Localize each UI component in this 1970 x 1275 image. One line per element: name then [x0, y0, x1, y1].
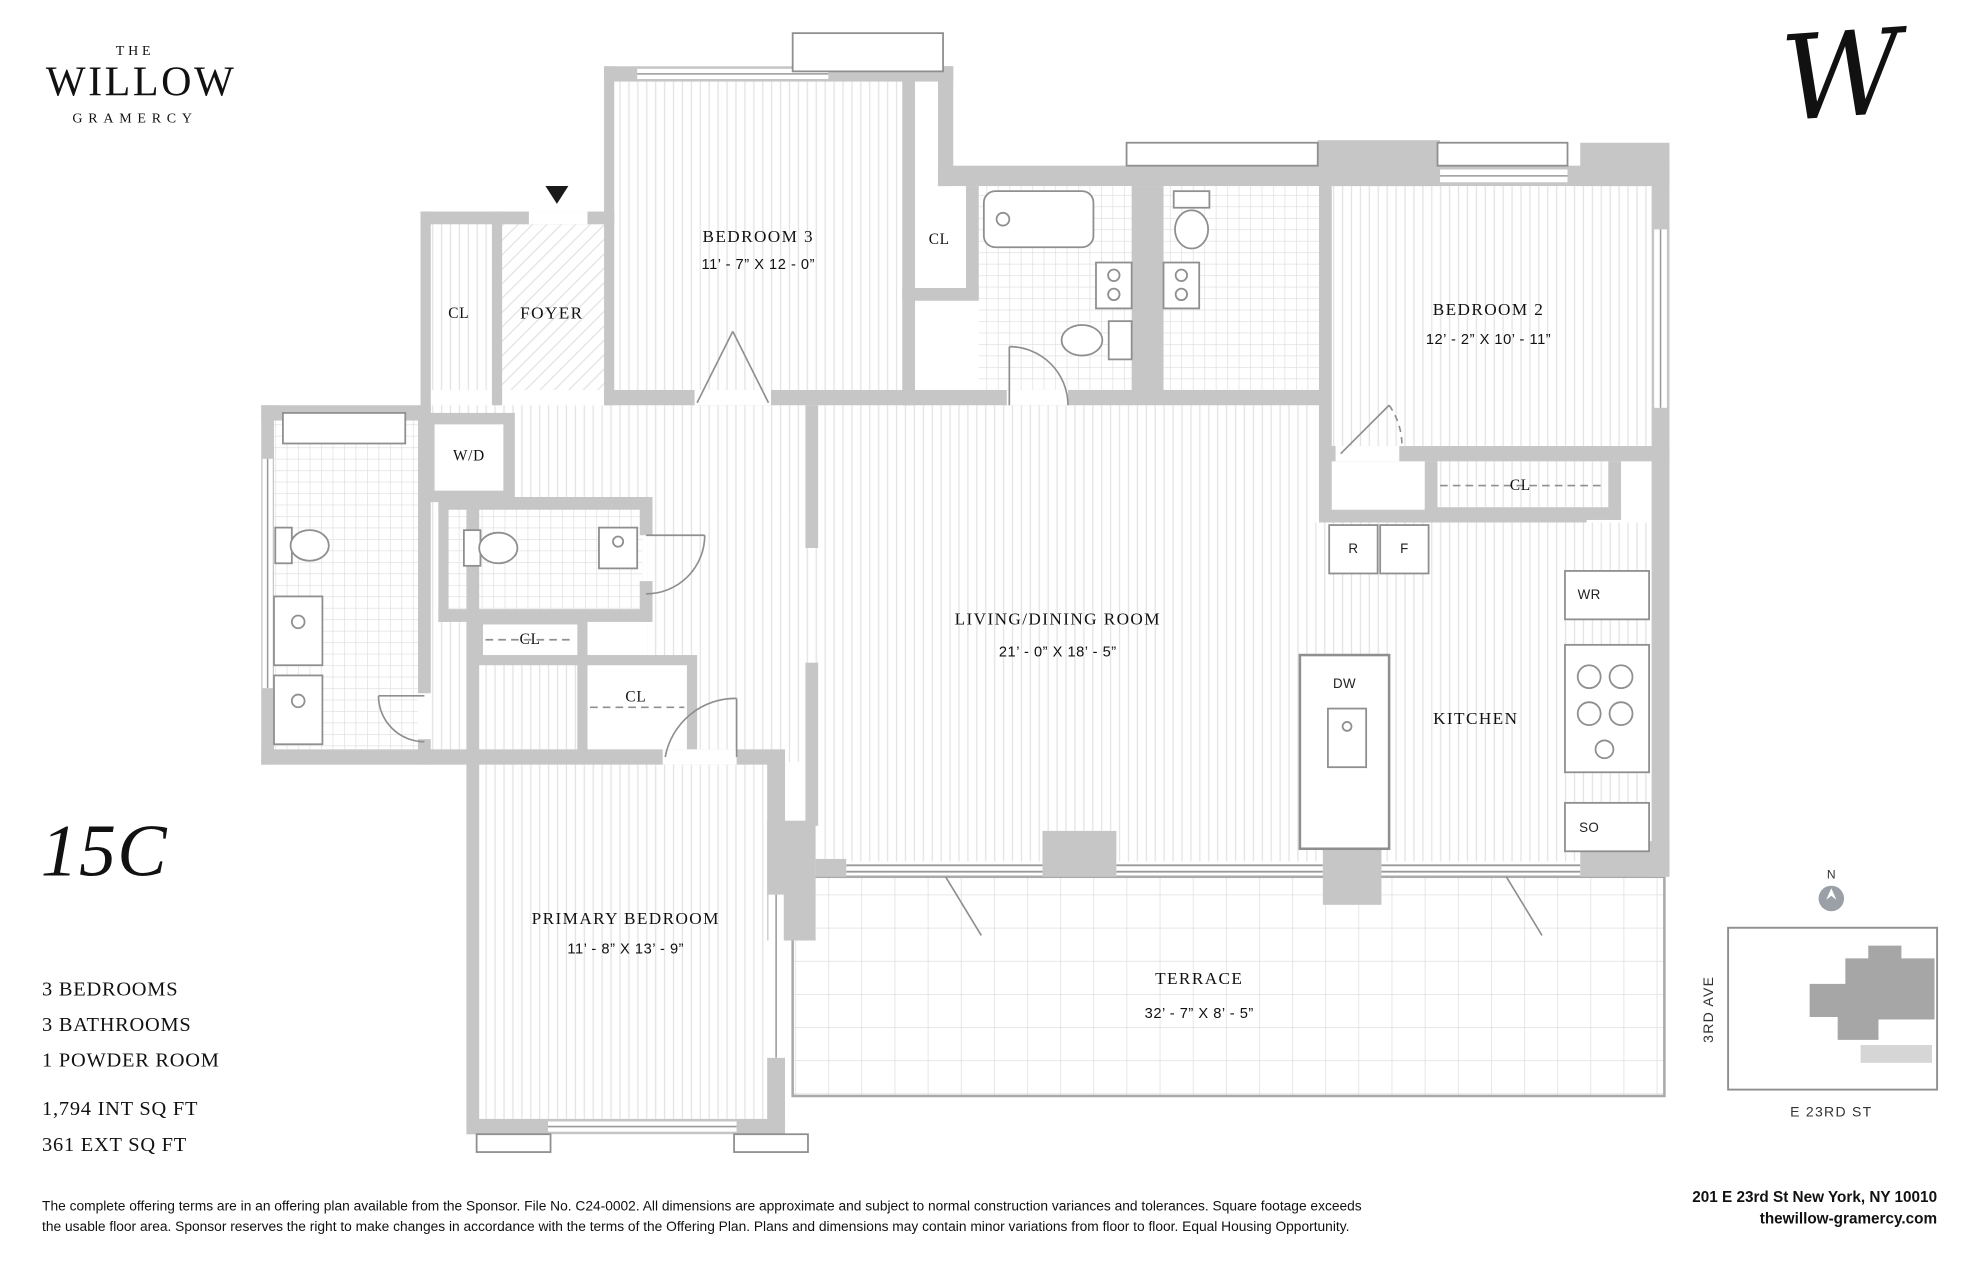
- wine-fridge-box: [1564, 570, 1650, 621]
- primary-stub-right: [733, 1133, 809, 1153]
- living-label: LIVING/DINING ROOM: [954, 609, 1161, 629]
- primary-label: PRIMARY BEDROOM: [531, 908, 720, 928]
- terrace-label: TERRACE: [1155, 968, 1244, 988]
- area-interior: 1,794 INT SQ FT: [42, 1098, 199, 1121]
- closet-label-hall: CL: [519, 630, 541, 649]
- dishwasher-icon: [1327, 707, 1368, 769]
- bathtub: [982, 190, 1095, 249]
- bath1-toilet-tank: [1107, 320, 1133, 361]
- doors: [377, 330, 1606, 936]
- map-building-footprint: [1809, 945, 1935, 1040]
- disclaimer: The complete offering terms are in an of…: [42, 1197, 1520, 1238]
- closet-label-bedroom2: CL: [1509, 475, 1531, 494]
- monogram-w: W: [1776, 3, 1907, 149]
- parapet-bedroom3: [791, 32, 944, 73]
- powder-toilet: [478, 531, 519, 565]
- compass-circle: [1818, 885, 1845, 912]
- disclaimer-line-2: the usable floor area. Sponsor reserves …: [42, 1219, 1350, 1235]
- pbath-shower-niche: [282, 412, 407, 445]
- pbath-toilet-tank: [274, 526, 293, 565]
- pbath-vanity-1: [273, 595, 324, 667]
- bath1-toilet: [1060, 324, 1104, 357]
- cooktop-box: [1564, 643, 1650, 774]
- freezer-label: F: [1400, 541, 1409, 557]
- windows: [262, 68, 1667, 1132]
- feature-bedrooms: 3 BEDROOMS: [42, 978, 179, 1001]
- map-building-light: [1860, 1045, 1932, 1063]
- map-north-label: N: [1826, 868, 1836, 883]
- refrigerator-label: R: [1348, 541, 1359, 557]
- dishwasher-label: DW: [1332, 676, 1357, 692]
- location-map: [1727, 885, 1939, 1091]
- refrigerator-box: [1328, 524, 1379, 575]
- powder-toilet-tank: [462, 529, 482, 567]
- area-exterior: 361 EXT SQ FT: [42, 1134, 188, 1156]
- kitchen-label: KITCHEN: [1433, 708, 1519, 728]
- brand-sub: GRAMERCY: [72, 110, 198, 127]
- entry-marker: [545, 186, 569, 204]
- pbath-vanity-2: [273, 674, 324, 746]
- bedroom3-dims: 11’ - 7” X 12 - 0”: [701, 257, 815, 273]
- fixtures: [273, 32, 1650, 1153]
- speed-oven-box: [1564, 801, 1650, 853]
- footer-website: thewillow-gramercy.com: [1759, 1209, 1938, 1228]
- freezer-box: [1379, 524, 1430, 575]
- closet-label-bedroom3: CL: [928, 230, 950, 248]
- footer-address: 201 E 23rd St New York, NY 10010: [1692, 1187, 1938, 1206]
- wine-fridge-label: WR: [1577, 587, 1601, 603]
- compass-needle: [1826, 888, 1837, 900]
- primary-stub-left: [475, 1133, 552, 1153]
- unit-number: 15C: [40, 809, 168, 893]
- feature-bathrooms: 3 BATHROOMS: [42, 1014, 192, 1037]
- roof-notch-2: [1436, 141, 1569, 167]
- disclaimer-line-1: The complete offering terms are in an of…: [42, 1199, 1362, 1215]
- unit-features: 3 BEDROOMS 3 BATHROOMS 1 POWDER ROOM: [42, 972, 220, 1079]
- bedroom2-label: BEDROOM 2: [1432, 299, 1545, 319]
- closet-label-foyer: CL: [448, 303, 470, 322]
- washer-dryer-label: W/D: [452, 446, 485, 465]
- terrace-window-band: [846, 864, 1581, 873]
- closet-label-primary: CL: [625, 687, 647, 706]
- unit-areas: 1,794 INT SQ FT 361 EXT SQ FT: [42, 1092, 198, 1163]
- terrace-floor: [791, 875, 1666, 1098]
- foyer-label: FOYER: [520, 303, 584, 323]
- terrace-dims: 32’ - 7” X 8’ - 5”: [1144, 1006, 1254, 1023]
- bath2-toilet: [1174, 209, 1210, 250]
- footer-contact: 201 E 23rd St New York, NY 10010 thewill…: [1692, 1186, 1937, 1229]
- powder-sink: [598, 526, 639, 570]
- living-dims: 21’ - 0” X 18’ - 5”: [998, 644, 1117, 661]
- pbath-toilet: [289, 529, 330, 562]
- speed-oven-label: SO: [1579, 820, 1600, 837]
- feature-powder: 1 POWDER ROOM: [42, 1050, 220, 1072]
- map-avenue-label: 3RD AVE: [1701, 975, 1717, 1043]
- brand-name: WILLOW: [45, 59, 237, 106]
- primary-dims: 11’ - 8” X 13’ - 9”: [567, 941, 685, 958]
- bedroom2-dims: 12’ - 2” X 10’ - 11”: [1425, 332, 1552, 348]
- brand-logo: THE WILLOW GRAMERCY: [45, 43, 237, 127]
- brand-the: THE: [115, 43, 155, 59]
- bedroom3-label: BEDROOM 3: [702, 226, 815, 246]
- roof-notch-1: [1125, 141, 1319, 167]
- bath2-toilet-tank: [1172, 190, 1211, 209]
- map-street-label: E 23RD ST: [1790, 1104, 1873, 1121]
